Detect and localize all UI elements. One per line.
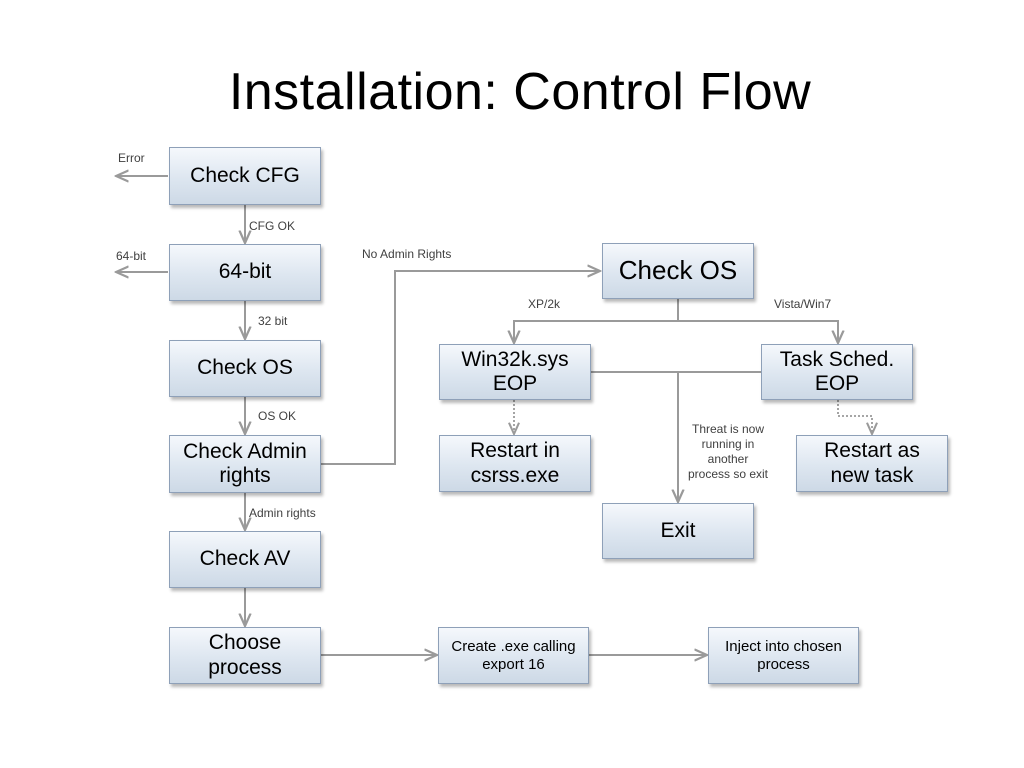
win32k-eop-box: Win32k.sys EOP (439, 344, 591, 400)
64bit-out-label: 64-bit (116, 249, 147, 263)
choose-process-box: Choose process (169, 627, 321, 684)
64bit-box: 64-bit (169, 244, 321, 301)
arrow-tasksched-to-restart (837, 400, 872, 434)
32bit-label: 32 bit (258, 314, 288, 328)
exit-box: Exit (602, 503, 754, 559)
check-av-box: Check AV (169, 531, 321, 588)
admin-rights-label: Admin rights (249, 506, 316, 520)
threat-note-label: Threat is now running in another process… (687, 422, 769, 481)
page-title: Installation: Control Flow (228, 63, 812, 121)
create-exe-box: Create .exe calling export 16 (438, 627, 589, 684)
error-label: Error (118, 151, 145, 165)
arrow-noadmin-to-checkos (321, 271, 600, 465)
vista-win7-label: Vista/Win7 (774, 297, 832, 311)
check-os-box: Check OS (169, 340, 321, 397)
check-admin-box: Check Admin rights (169, 435, 321, 493)
check-cfg-box: Check CFG (169, 147, 321, 205)
restart-task-box: Restart as new task (796, 435, 948, 492)
os-ok-label: OS OK (258, 409, 297, 423)
xp2k-label: XP/2k (528, 297, 561, 311)
arrow-to-win32k (514, 320, 678, 343)
inject-box: Inject into chosen process (708, 627, 859, 684)
no-admin-label: No Admin Rights (362, 247, 452, 261)
restart-csrss-box: Restart in csrss.exe (439, 435, 591, 492)
cfg-ok-label: CFG OK (249, 219, 296, 233)
check-os-right-box: Check OS (602, 243, 754, 299)
arrow-to-tasksched (678, 320, 838, 343)
task-sched-eop-box: Task Sched. EOP (761, 344, 913, 400)
